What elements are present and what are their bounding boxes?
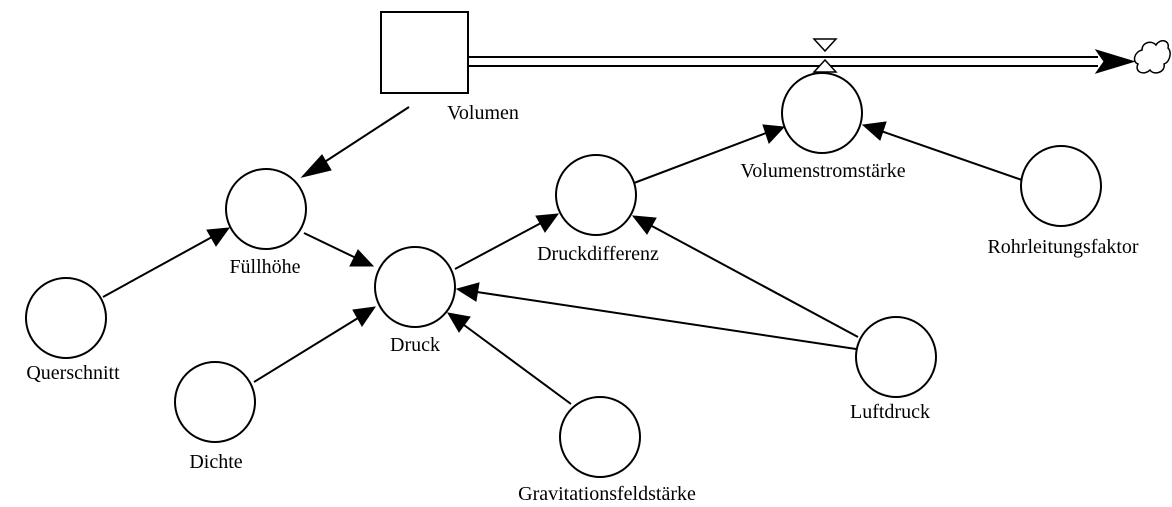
- arrowhead: [762, 124, 786, 144]
- node-volumenstromstaerke[interactable]: Volumenstromstärke: [740, 72, 906, 182]
- node-druck[interactable]: Druck: [374, 246, 456, 356]
- node-rohrleitungsfaktor[interactable]: Rohrleitungsfaktor: [987, 145, 1139, 258]
- querschnitt-label: Querschnitt: [26, 362, 120, 384]
- arrowhead: [349, 249, 375, 267]
- link-dichte-druck: [253, 306, 377, 383]
- arrowhead: [300, 154, 332, 178]
- volumen-label: Volumen: [447, 102, 519, 124]
- link-volumen-fuellhoehe: [300, 106, 410, 178]
- node-querschnitt[interactable]: Querschnitt: [25, 277, 120, 384]
- fuellhoehe-label: Füllhöhe: [229, 256, 300, 278]
- link-druck-druckdifferenz: [454, 213, 560, 270]
- node-luftdruck[interactable]: Luftdruck: [850, 316, 937, 423]
- dichte-label: Dichte: [189, 451, 242, 473]
- flow-valve-icon: [812, 38, 838, 73]
- druck-label: Druck: [390, 334, 440, 356]
- cloud-sink-icon: [1133, 40, 1171, 74]
- arrowhead: [535, 213, 560, 233]
- link-rohrleitung-volumenstrom: [861, 121, 1023, 181]
- link-querschnitt-fuellhoehe: [102, 227, 231, 298]
- link-druckdifferenz-volumenstrom: [633, 124, 786, 184]
- link-luftdruck-druckdifferenz: [631, 215, 859, 338]
- node-druckdifferenz[interactable]: Druckdifferenz: [537, 154, 659, 265]
- link-gravitation-druck: [447, 312, 572, 405]
- gravitationsfeldstaerke-label: Gravitationsfeldstärke: [518, 483, 696, 505]
- arrowhead: [447, 312, 471, 333]
- arrowhead: [631, 215, 657, 235]
- node-fuellhoehe[interactable]: Füllhöhe: [225, 168, 307, 278]
- link-luftdruck-druck: [455, 282, 857, 350]
- arrowhead: [455, 282, 480, 302]
- link-fuellhoehe-druck: [303, 232, 375, 267]
- volumen-stock[interactable]: [380, 11, 469, 94]
- volumenstromstaerke-label: Volumenstromstärke: [740, 160, 905, 182]
- rohrleitungsfaktor-label: Rohrleitungsfaktor: [987, 236, 1138, 258]
- flow-pipe-arrowhead: [1094, 49, 1136, 74]
- node-dichte[interactable]: Dichte: [174, 361, 256, 473]
- arrowhead: [861, 121, 887, 141]
- arrowhead: [206, 227, 231, 247]
- luftdruck-label: Luftdruck: [850, 401, 930, 423]
- arrowhead: [352, 306, 377, 327]
- druckdifferenz-label: Druckdifferenz: [537, 243, 659, 265]
- node-gravitationsfeldstaerke[interactable]: Gravitationsfeldstärke: [518, 396, 696, 505]
- flow-pipe: [468, 49, 1136, 74]
